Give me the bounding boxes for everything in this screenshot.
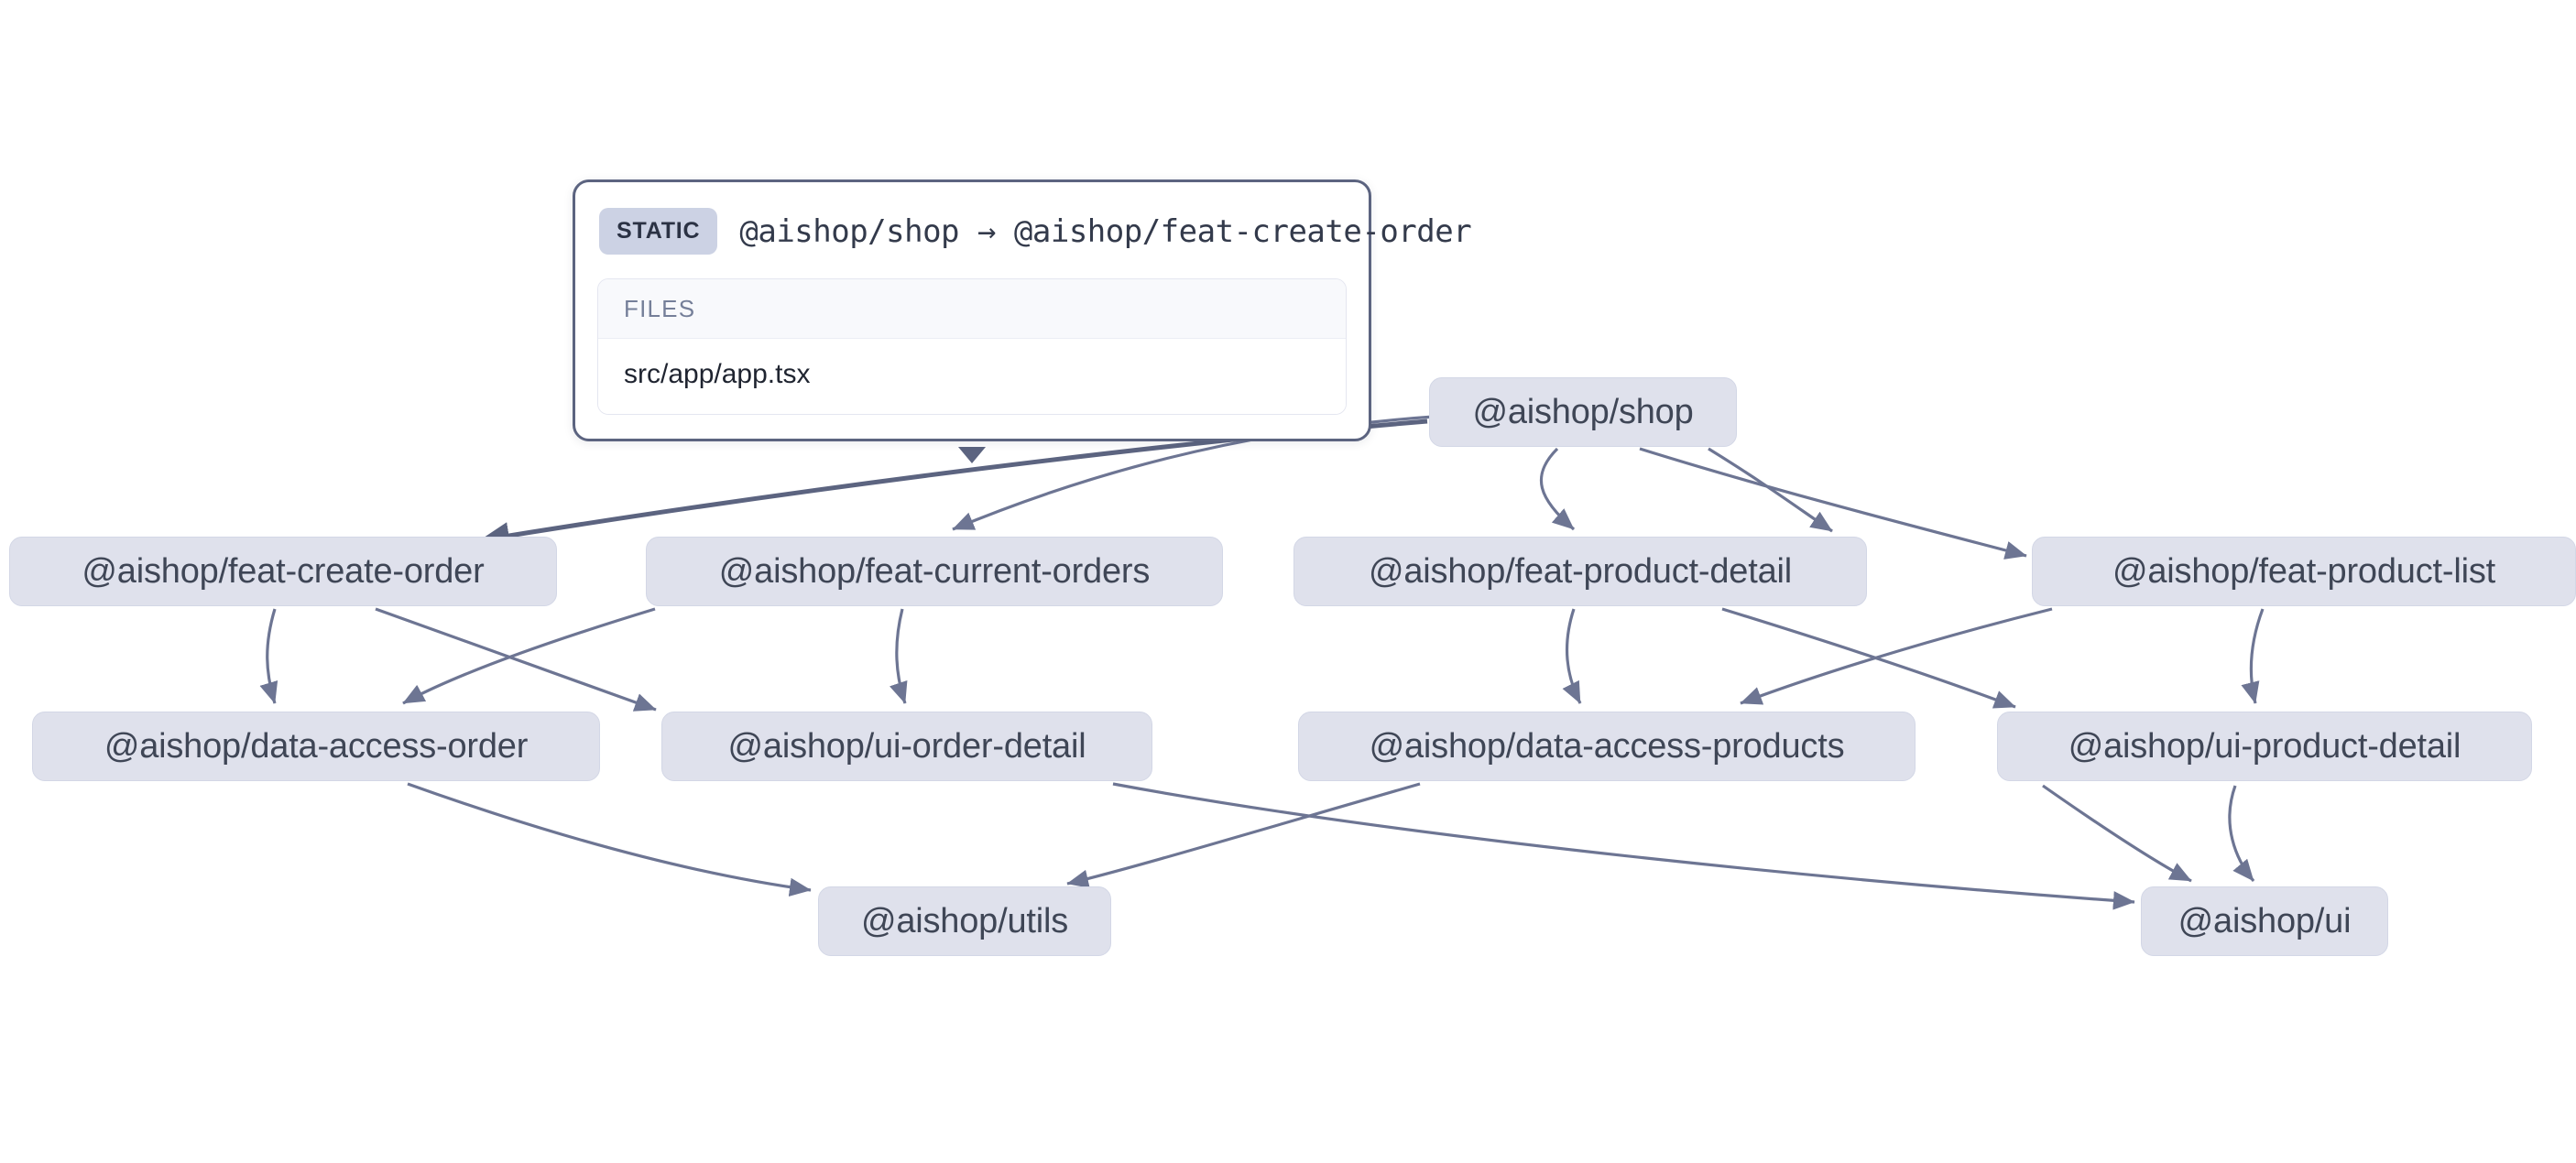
graph-node-label: @aishop/data-access-order (104, 727, 529, 766)
file-list-item[interactable]: src/app/app.tsx (598, 339, 1346, 414)
edge-data-access-order-to-utils (407, 782, 812, 897)
edge-feat-create-order-to-data-access-order (259, 608, 278, 704)
edge-data-access-products-to-utils (1066, 782, 1421, 888)
files-panel: FILES src/app/app.tsx (597, 278, 1347, 415)
edge-shop-to-feat-product-detail-alt (1708, 447, 1833, 533)
graph-node-label: @aishop/ui (2178, 902, 2352, 940)
graph-node-label: @aishop/ui-order-detail (727, 727, 1086, 766)
graph-node-feat-create-order[interactable]: @aishop/feat-create-order (9, 537, 557, 606)
static-badge: STATIC (599, 208, 718, 255)
tooltip-caret (958, 447, 986, 463)
graph-node-feat-current-orders[interactable]: @aishop/feat-current-orders (646, 537, 1223, 606)
edge-feat-create-order-to-ui-order-detail (375, 607, 657, 712)
graph-node-data-access-products[interactable]: @aishop/data-access-products (1298, 712, 1916, 781)
edge-feat-product-list-to-ui-product-detail (2241, 608, 2265, 704)
graph-node-label: @aishop/feat-create-order (82, 552, 485, 591)
edge-ui-order-detail-to-ui (1112, 782, 2135, 910)
graph-node-shop[interactable]: @aishop/shop (1429, 377, 1737, 447)
edge-tooltip-card[interactable]: STATIC @aishop/shop → @aishop/feat-creat… (573, 179, 1472, 441)
graph-node-label: @aishop/utils (860, 902, 1069, 940)
edge-feat-current-orders-to-data-access-order (402, 607, 656, 705)
edge-shop-to-feat-product-detail (1539, 447, 1576, 531)
graph-node-ui-product-detail[interactable]: @aishop/ui-product-detail (1997, 712, 2532, 781)
graph-node-label: @aishop/feat-current-orders (718, 552, 1151, 591)
graph-node-label: @aishop/shop (1472, 393, 1694, 431)
files-panel-header: FILES (598, 279, 1346, 339)
graph-node-feat-product-list[interactable]: @aishop/feat-product-list (2032, 537, 2576, 606)
edge-ui-product-detail-to-ui-alt (2228, 785, 2255, 883)
graph-node-ui-order-detail[interactable]: @aishop/ui-order-detail (661, 712, 1152, 781)
graph-node-feat-product-detail[interactable]: @aishop/feat-product-detail (1293, 537, 1867, 606)
edge-tooltip-title: @aishop/shop → @aishop/feat-create-order (739, 212, 1472, 250)
edge-feat-product-detail-to-data-access-products (1562, 608, 1582, 704)
edge-feat-current-orders-to-ui-order-detail (890, 608, 908, 704)
graph-node-data-access-order[interactable]: @aishop/data-access-order (32, 712, 600, 781)
edge-feat-product-detail-to-ui-product-detail (1721, 607, 2016, 709)
graph-node-ui[interactable]: @aishop/ui (2141, 886, 2388, 956)
graph-node-label: @aishop/data-access-products (1369, 727, 1845, 766)
edge-feat-product-list-to-data-access-products (1740, 607, 2053, 705)
edge-tooltip-header: STATIC @aishop/shop → @aishop/feat-creat… (597, 202, 1472, 258)
edge-ui-product-detail-to-ui (2042, 784, 2192, 883)
graph-node-label: @aishop/feat-product-detail (1369, 552, 1792, 591)
graph-node-label: @aishop/ui-product-detail (2068, 727, 2461, 766)
graph-node-utils[interactable]: @aishop/utils (818, 886, 1111, 956)
graph-node-label: @aishop/feat-product-list (2112, 552, 2495, 591)
